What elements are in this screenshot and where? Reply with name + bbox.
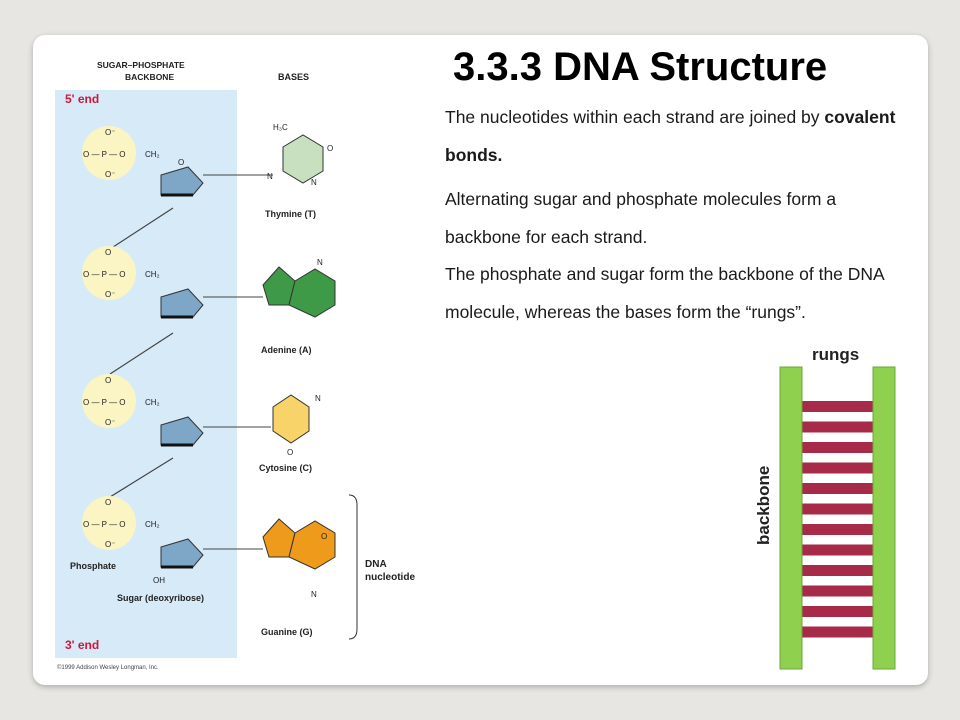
three-prime-end-label: 3' end (65, 638, 99, 652)
svg-text:H₃C: H₃C (273, 123, 288, 132)
ladder-rung (802, 544, 873, 556)
svg-text:O: O (327, 144, 333, 153)
ladder-rung (802, 401, 873, 412)
phosphate-label: Phosphate (70, 561, 116, 571)
paragraph-rungs: The phosphate and sugar form the backbon… (445, 264, 884, 322)
backbone-header-line1: SUGAR–PHOSPHATE (97, 60, 185, 70)
svg-text:O — P — O: O — P — O (83, 520, 126, 529)
svg-text:O: O (105, 498, 111, 507)
svg-text:O: O (287, 448, 293, 457)
ladder-rail-right (872, 366, 896, 670)
svg-text:N: N (311, 590, 317, 599)
svg-text:OH: OH (153, 576, 165, 585)
svg-text:O⁻: O⁻ (105, 170, 115, 179)
backbone-header-line2: BACKBONE (125, 72, 174, 82)
backbone-connectors (109, 207, 174, 498)
svg-text:CH₂: CH₂ (145, 150, 160, 159)
ladder-rung (802, 462, 873, 474)
nucleotide-bracket (348, 494, 358, 640)
phosphate-group-icon (82, 246, 136, 300)
svg-text:CH₂: CH₂ (145, 398, 160, 407)
svg-text:O: O (178, 158, 184, 167)
paragraph-text: The nucleotides within each strand are j… (445, 107, 825, 127)
svg-text:O — P — O: O — P — O (83, 270, 126, 279)
svg-text:O: O (321, 532, 327, 541)
nucleotide-cytosine: O — P — O O O⁻ CH₂ N O Cytosine (C) (82, 374, 321, 473)
base-label: Cytosine (C) (259, 463, 312, 473)
sugar-ring-icon (160, 166, 204, 196)
bases-header: BASES (278, 72, 309, 82)
svg-text:N: N (267, 172, 273, 181)
backbone-background (55, 90, 237, 658)
paragraph-backbone: Alternating sugar and phosphate molecule… (445, 189, 837, 247)
backbone-label: backbone (754, 466, 773, 545)
ladder-rung (802, 503, 873, 515)
dna-nucleotide-label-line1: DNA (365, 559, 387, 570)
five-prime-end-label: 5' end (65, 92, 99, 106)
sugar-ring-icon (160, 288, 204, 318)
cytosine-ring-icon (272, 394, 310, 444)
nucleotide-adenine: O — P — O O O⁻ CH₂ N Adenine (A) (82, 246, 336, 355)
phosphate-group-icon (82, 374, 136, 428)
svg-text:O — P — O: O — P — O (83, 150, 126, 159)
sugar-label: Sugar (deoxyribose) (117, 593, 204, 603)
ladder-rung (802, 483, 873, 494)
slide: SUGAR–PHOSPHATE BACKBONE BASES 5' end 3'… (33, 35, 928, 685)
nucleotide-guanine: O — P — O O O⁻ CH₂ OH Phosphate Sugar (d… (70, 496, 336, 637)
dna-nucleotide-diagram: SUGAR–PHOSPHATE BACKBONE BASES 5' end 3'… (55, 60, 415, 671)
svg-text:CH₂: CH₂ (145, 270, 160, 279)
ladder-rung (802, 442, 873, 453)
ladder-rung (802, 421, 873, 433)
svg-text:O⁻: O⁻ (105, 418, 115, 427)
svg-text:N: N (317, 258, 323, 267)
ladder-rung (802, 626, 873, 638)
nucleotide-thymine: O — P — O O⁻ O⁻ CH₂ O H₃C O N N Thymine … (82, 123, 333, 219)
svg-text:CH₂: CH₂ (145, 520, 160, 529)
svg-text:O: O (105, 376, 111, 385)
ladder-rung (802, 585, 873, 597)
ladder-rung (802, 606, 873, 617)
rungs-label: rungs (812, 345, 859, 364)
svg-text:N: N (311, 178, 317, 187)
svg-text:O: O (105, 248, 111, 257)
thymine-ring-icon (282, 134, 324, 184)
paragraph-bold-text: covalent bonds. (445, 107, 896, 165)
ladder-rung (802, 565, 873, 576)
base-label: Adenine (A) (261, 345, 312, 355)
slide-title: 3.3.3 DNA Structure (453, 45, 828, 89)
ladder-rail-left (779, 366, 803, 670)
paragraph-covalent-bonds: The nucleotides within each strand are j… (445, 98, 915, 174)
base-label: Guanine (G) (261, 627, 313, 637)
base-label: Thymine (T) (265, 209, 316, 219)
svg-text:O — P — O: O — P — O (83, 398, 126, 407)
dna-nucleotide-label-line2: nucleotide (365, 572, 415, 583)
svg-text:N: N (315, 394, 321, 403)
dna-ladder-diagram: rungs backbone (754, 345, 896, 670)
sugar-ring-icon (160, 416, 204, 446)
ladder-rung (802, 524, 873, 535)
svg-text:O⁻: O⁻ (105, 540, 115, 549)
copyright-text: ©1999 Addison Wesley Longman, Inc. (57, 664, 159, 671)
sugar-ring-icon (160, 538, 204, 568)
ladder-rungs (802, 401, 873, 638)
svg-text:O⁻: O⁻ (105, 290, 115, 299)
phosphate-group-icon (82, 126, 136, 180)
phosphate-group-icon (82, 496, 136, 550)
svg-text:O⁻: O⁻ (105, 128, 115, 137)
